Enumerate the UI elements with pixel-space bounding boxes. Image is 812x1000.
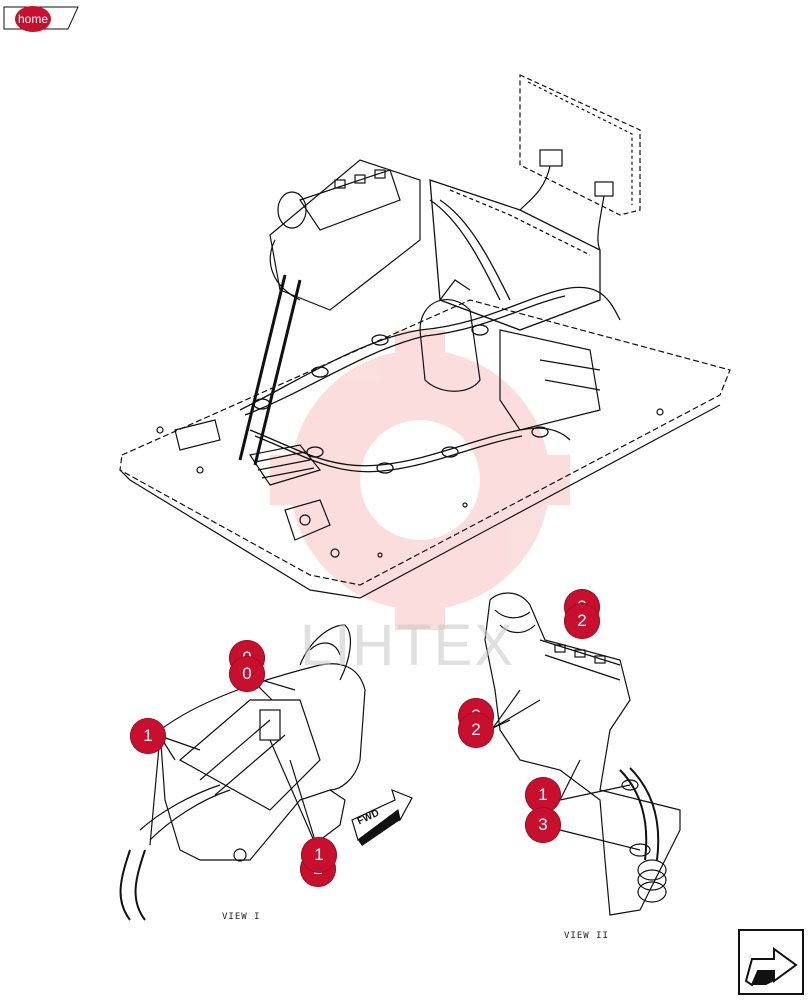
view-ii-drawing (484, 592, 681, 916)
pedals (174, 419, 331, 541)
next-page-arrow-icon (738, 929, 804, 995)
callout-view-i-left[interactable]: 1 (130, 718, 166, 754)
callout-view-ii-lowest[interactable]: 3 (525, 807, 561, 843)
watermark-text: LIHTEX (300, 613, 516, 678)
view-ii-leaders (492, 689, 641, 851)
floor-plate (119, 299, 731, 599)
callout-view-ii-top[interactable]: 2 (564, 603, 600, 639)
watermark-gear-icon (270, 330, 570, 630)
view-ii-label: VIEW II (564, 931, 609, 941)
callout-view-i-bottom[interactable]: 1 (301, 837, 337, 873)
fwd-arrow-icon (351, 788, 413, 846)
next-page-button[interactable] (738, 929, 804, 995)
home-label[interactable]: home (15, 6, 51, 32)
callout-view-i-top[interactable]: 0 (229, 656, 265, 692)
control-box (519, 74, 641, 251)
view-i-leaders (149, 675, 319, 851)
left-console (238, 159, 421, 466)
view-i-label: VIEW I (222, 912, 261, 922)
view-i-drawing (119, 624, 366, 921)
home-tab[interactable]: home (3, 4, 79, 32)
callout-view-ii-mid[interactable]: 2 (458, 712, 494, 748)
right-console (419, 279, 601, 431)
